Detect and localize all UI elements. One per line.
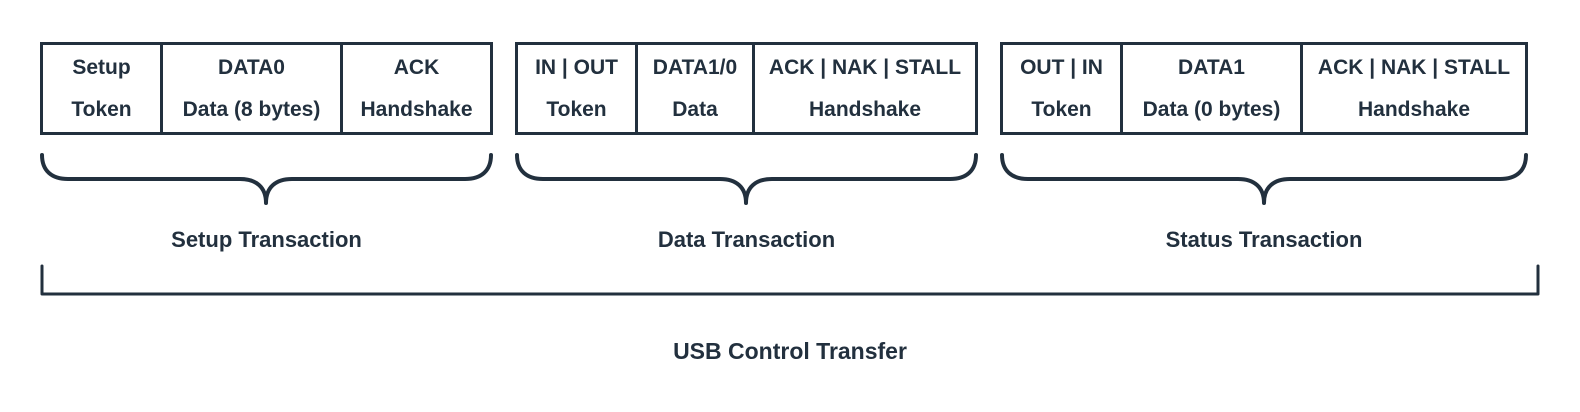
packet-type: Token — [1031, 98, 1092, 121]
curly-brace-icon — [1000, 153, 1528, 205]
packet-type: Data — [672, 98, 718, 121]
packet-name: DATA1 — [1178, 56, 1245, 79]
transaction-group-setup: Setup Token DATA0 Data (8 bytes) ACK Han… — [40, 42, 493, 253]
packet-box-data0: DATA0 Data (8 bytes) — [160, 42, 343, 135]
packet-box-setup-token: Setup Token — [40, 42, 163, 135]
packet-type: Token — [546, 98, 607, 121]
packet-name: ACK — [393, 56, 440, 79]
packet-box-inout-token: IN | OUT Token — [515, 42, 638, 135]
packet-name: ACK | NAK | STALL — [1317, 56, 1511, 79]
square-bracket-icon — [40, 264, 1540, 296]
packet-name: DATA0 — [218, 56, 285, 79]
packet-name: ACK | NAK | STALL — [768, 56, 962, 79]
packet-row: OUT | IN Token DATA1 Data (0 bytes) ACK … — [1000, 42, 1528, 135]
packet-box-ack-nak-stall: ACK | NAK | STALL Handshake — [752, 42, 978, 135]
packet-box-data1: DATA1 Data (0 bytes) — [1120, 42, 1303, 135]
packet-row: IN | OUT Token DATA1/0 Data ACK | NAK | … — [515, 42, 978, 135]
transfer-bracket-wrap — [40, 264, 1540, 303]
packet-row: Setup Token DATA0 Data (8 bytes) ACK Han… — [40, 42, 493, 135]
curly-brace-icon — [515, 153, 978, 205]
packet-box-ack-nak-stall: ACK | NAK | STALL Handshake — [1300, 42, 1528, 135]
packet-name: Setup — [72, 56, 131, 79]
packet-name: DATA1/0 — [652, 56, 738, 79]
packet-box-outin-token: OUT | IN Token — [1000, 42, 1123, 135]
packet-box-ack-handshake: ACK Handshake — [340, 42, 493, 135]
transaction-label-data: Data Transaction — [657, 227, 836, 252]
packet-type: Handshake — [360, 98, 473, 121]
packet-box-data10: DATA1/0 Data — [635, 42, 755, 135]
packet-name: IN | OUT — [535, 56, 618, 79]
transaction-group-data: IN | OUT Token DATA1/0 Data ACK | NAK | … — [515, 42, 978, 253]
packet-type: Data (0 bytes) — [1142, 98, 1281, 121]
transaction-label-setup: Setup Transaction — [171, 227, 362, 252]
packet-type: Data (8 bytes) — [182, 98, 321, 121]
packet-type: Token — [71, 98, 132, 121]
packet-type: Handshake — [1357, 98, 1471, 121]
curly-brace-icon — [40, 153, 493, 205]
diagram-title: USB Control Transfer — [673, 338, 907, 364]
transaction-label-status: Status Transaction — [1165, 227, 1363, 252]
transaction-group-status: OUT | IN Token DATA1 Data (0 bytes) ACK … — [1000, 42, 1528, 253]
packet-name: OUT | IN — [1020, 56, 1103, 79]
packet-type: Handshake — [808, 98, 922, 121]
